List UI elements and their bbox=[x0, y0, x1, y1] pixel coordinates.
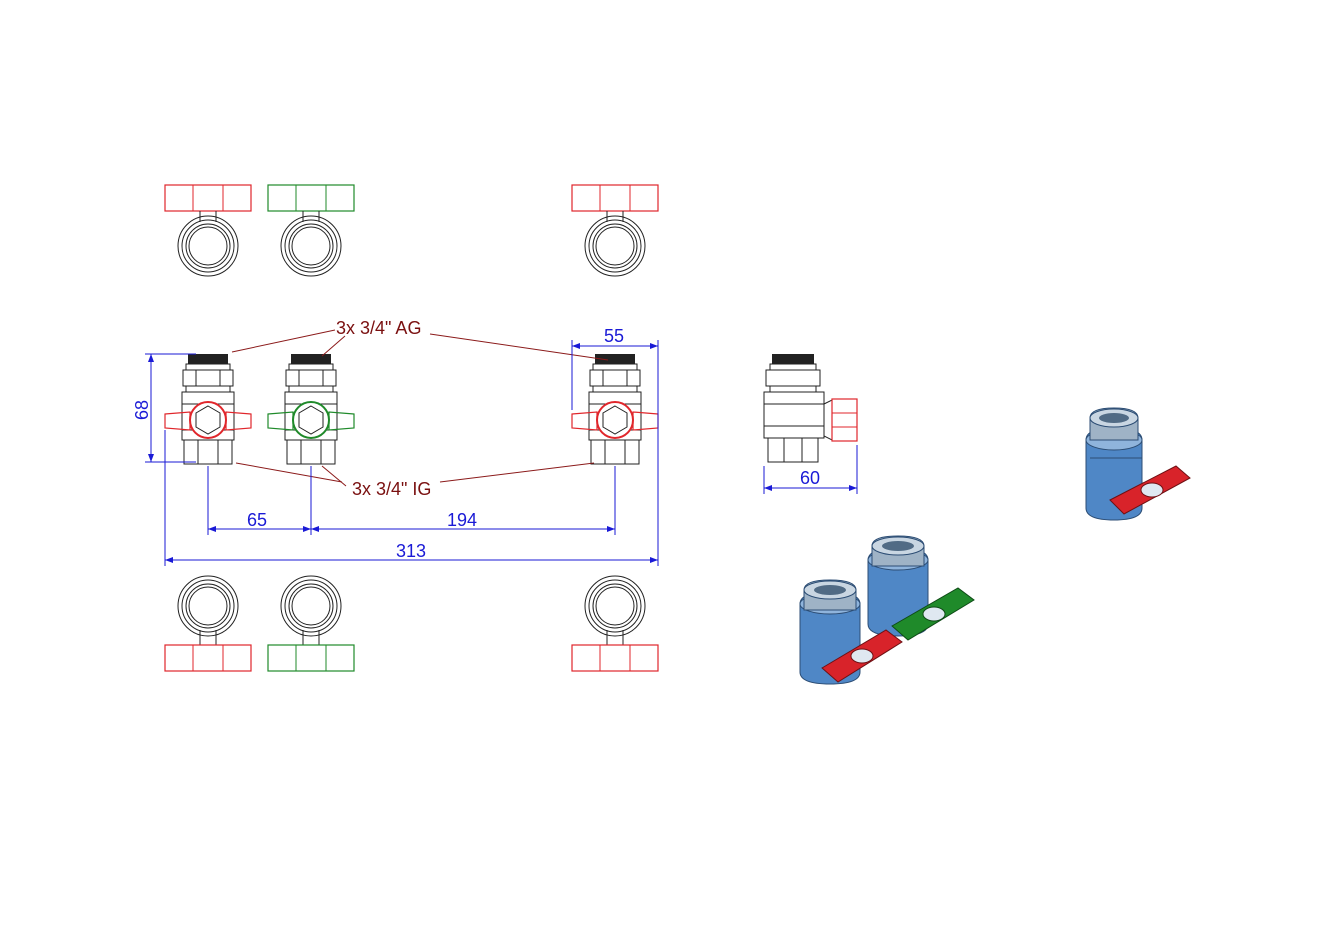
dimension-spacing-2 bbox=[311, 526, 615, 532]
bottom-view-valve-green bbox=[267, 575, 355, 672]
annotation-leaders bbox=[231, 329, 609, 487]
top-view-valve-red-1 bbox=[164, 184, 252, 277]
dimension-handle-width-label: 55 bbox=[604, 326, 624, 346]
top-view bbox=[164, 184, 659, 277]
bottom-view bbox=[164, 575, 659, 672]
dimension-spacing-2-label: 194 bbox=[447, 510, 477, 530]
top-view-valve-red-2 bbox=[571, 184, 659, 277]
dimension-total-width bbox=[165, 557, 658, 563]
side-view bbox=[763, 354, 858, 494]
front-valve-red-1 bbox=[164, 353, 252, 465]
isometric-valve-green bbox=[867, 535, 975, 641]
dimension-side-depth-label: 60 bbox=[800, 468, 820, 488]
top-view-valve-green bbox=[267, 184, 355, 277]
dimension-total-width-label: 313 bbox=[396, 541, 426, 561]
dimension-handle-width bbox=[571, 340, 659, 566]
isometric-valve-single bbox=[1085, 407, 1191, 521]
isometric-valve-red bbox=[799, 579, 903, 685]
bottom-view-valve-red-1 bbox=[164, 575, 252, 672]
front-valve-red-2 bbox=[571, 353, 659, 465]
dimension-spacing-1 bbox=[208, 526, 311, 532]
dimension-spacing-1-label: 65 bbox=[247, 510, 267, 530]
dimension-height-label: 68 bbox=[132, 400, 152, 420]
dimension-height bbox=[145, 353, 196, 463]
female-thread-label: 3x 3/4" IG bbox=[352, 479, 431, 499]
front-view: 3x 3/4" AG 3x 3/4" IG 68 55 bbox=[132, 318, 659, 566]
male-thread-label: 3x 3/4" AG bbox=[336, 318, 421, 338]
front-valve-green bbox=[267, 353, 355, 465]
bottom-view-valve-red-2 bbox=[571, 575, 659, 672]
